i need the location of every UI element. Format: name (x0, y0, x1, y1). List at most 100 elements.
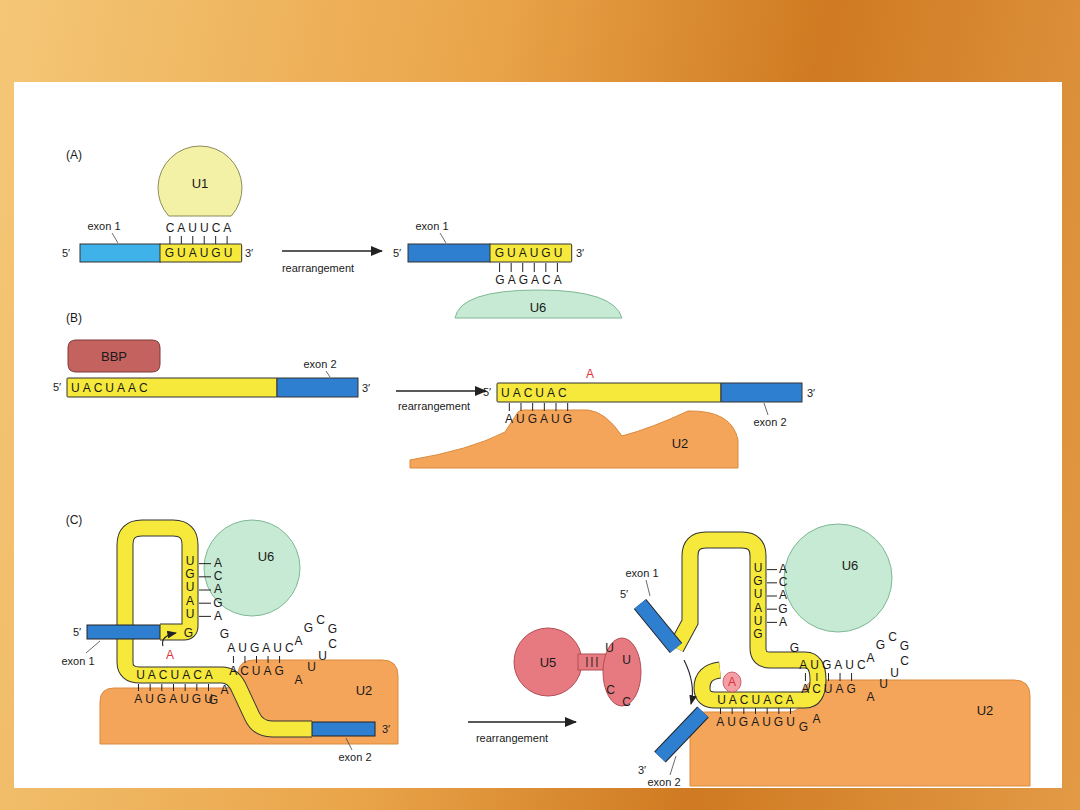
base-pair-tick (767, 596, 777, 597)
base-pair-tick (268, 656, 269, 663)
rna-sequence: G (876, 639, 888, 651)
leader-line (646, 580, 650, 596)
node-label: U6 (258, 550, 275, 563)
base-pair-tick (597, 657, 598, 667)
annotation: 5′ (620, 589, 628, 600)
node-outline (158, 146, 242, 216)
node-outline (68, 340, 160, 372)
exon-bar-outline (640, 604, 676, 648)
intron-band: UACUAAC (67, 378, 277, 397)
rearrangement-arrow (282, 250, 382, 251)
rna-sequence: C (606, 684, 618, 696)
node-outline (68, 340, 160, 372)
u5-loop (603, 638, 641, 706)
base-pair-tick (592, 657, 593, 667)
reaction-arrow (684, 660, 692, 704)
base-pair-tick (532, 403, 533, 411)
node-label: UACUAC (501, 387, 570, 399)
node-outline (410, 410, 738, 468)
node-outline (455, 290, 622, 318)
rna-sequence: CAUUCA (166, 222, 235, 234)
panel-letter: (A) (66, 149, 82, 161)
node-outline (410, 410, 738, 468)
base-pair-tick (185, 684, 186, 691)
rna-sequence: C (900, 655, 912, 667)
annotation: exon 2 (647, 777, 680, 788)
rna-sequence: G (220, 628, 232, 640)
exon-bar (721, 383, 802, 402)
u6-snrnp: U6 (784, 524, 892, 632)
base-pair-tick (743, 708, 744, 714)
base-pair-tick (732, 708, 733, 714)
node-label: U2 (672, 437, 689, 450)
node-label: U6 (530, 301, 547, 314)
exon-bar (80, 244, 160, 262)
annotation: 5′ (73, 627, 81, 638)
intron-band: UACUAC (497, 383, 721, 402)
u5-stem (578, 654, 606, 670)
node-outline (690, 680, 1030, 786)
rna-sequence: U (318, 650, 330, 662)
base-pair-tick (227, 236, 228, 244)
node-outline (784, 524, 892, 632)
annotation: 3′ (638, 765, 646, 776)
rna-sequence: G (900, 640, 912, 652)
base-pair-tick (199, 576, 211, 577)
annotation: exon 2 (753, 417, 786, 428)
annotation: 3′ (807, 388, 815, 399)
annotation: 5′ (393, 248, 401, 259)
base-pair-tick (192, 236, 193, 244)
bbp-protein: BBP (68, 340, 160, 372)
annotation: exon 1 (625, 568, 658, 579)
panel-letter: (C) (66, 514, 83, 526)
u6-snrnp: U6 (455, 288, 622, 318)
u1-snrnp: U1 (150, 146, 250, 216)
base-pair-tick (805, 673, 806, 681)
node-outline (455, 290, 622, 318)
base-pair-tick (208, 684, 209, 691)
base-pair-tick (755, 708, 756, 714)
rna-sequence: G (184, 627, 196, 639)
node-label: U6 (842, 559, 859, 572)
branch-point-highlight (723, 672, 741, 692)
branch-point: A (586, 368, 594, 380)
leader-line (764, 403, 768, 415)
rna-sequence: A (866, 691, 877, 703)
rna-sequence: AUGAUGU (716, 716, 798, 728)
rna-sequence: C (888, 631, 900, 643)
base-pair-tick (181, 236, 182, 244)
base-pair-tick (522, 263, 523, 272)
rna-sequence: C (316, 614, 328, 626)
node-outline (690, 680, 1030, 786)
node-outline (784, 524, 892, 632)
leader-line (86, 641, 100, 653)
base-pair-tick (545, 263, 546, 272)
node-outline (784, 524, 892, 632)
panel-c-left-drawing (86, 528, 576, 750)
base-pair-tick (767, 609, 777, 610)
annotation: 5′ (62, 248, 70, 259)
rna-sequence: GAGACA (495, 274, 564, 286)
annotation: rearrangement (398, 401, 470, 412)
annotation: 3′ (576, 248, 584, 259)
node-outline (514, 628, 582, 696)
base-pair-tick (161, 684, 162, 691)
base-pair-tick (199, 590, 211, 591)
rna-sequence: AUGAUGU (134, 693, 216, 705)
node-outline (514, 628, 582, 696)
rna-sequence: A (812, 713, 823, 725)
base-pair-tick (767, 569, 777, 570)
rna-sequence: U (307, 661, 319, 673)
base-pair-tick (778, 708, 779, 714)
base-pair-tick (150, 684, 151, 691)
node-label: U2 (977, 704, 994, 717)
intron-tube (676, 540, 818, 700)
annotation: 5′ (483, 387, 491, 398)
rna-sequence: A (294, 674, 305, 686)
base-pair-tick (851, 673, 852, 681)
node-label: U1 (192, 177, 209, 190)
base-pair-tick (199, 603, 211, 604)
base-pair-ticks (138, 236, 851, 714)
node-label: U2 (356, 684, 373, 697)
exon-bar (277, 378, 358, 397)
